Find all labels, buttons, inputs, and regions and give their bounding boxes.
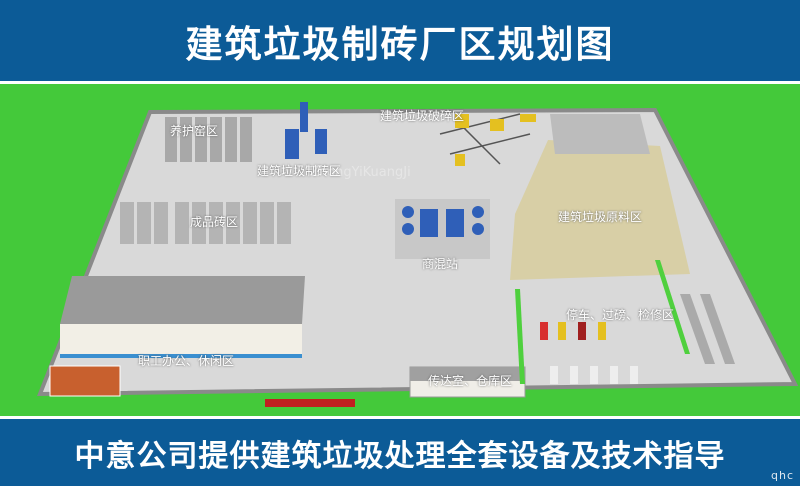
watermark: ZhongYiKuangJi [310,165,411,180]
label-concrete-station: 商混站 [422,257,459,271]
title-banner: 建筑垃圾制砖厂区规划图 [0,0,800,84]
trucks [540,322,638,384]
label-parking: 停车、过磅、检修区 [566,308,675,322]
label-curing: 养护窑区 [170,124,219,138]
crusher-equipment [455,114,536,166]
curing-kilns [165,117,252,162]
office-building [60,276,305,358]
footer-banner: 中意公司提供建筑垃圾处理全套设备及技术指导 qhc [0,416,800,486]
basketball-court [49,365,121,397]
label-brick-making: 建筑垃圾制砖区 [257,164,342,178]
green-strips [515,260,690,384]
signature: qhc [770,469,794,482]
label-crushing: 建筑垃圾破碎区 [380,109,465,123]
factory-plan-illustration [37,102,799,407]
finished-brick-stacks [120,202,291,244]
label-gatehouse: 传达室、仓库区 [428,374,513,388]
storage-shed [550,114,650,154]
page-title: 建筑垃圾制砖厂区规划图 [185,22,615,66]
company-sign [265,399,355,407]
label-raw-material: 建筑垃圾原料区 [558,210,643,224]
raw-material-pile [510,140,690,280]
brick-making-machine [285,102,327,159]
crusher-conveyors [439,113,531,165]
label-finished-bricks: 成品砖区 [190,215,239,229]
footer-slogan: 中意公司提供建筑垃圾处理全套设备及技术指导 [74,438,726,474]
concrete-mixing-plant [395,199,490,259]
weighbridges [680,294,735,364]
label-office: 职工办公、休闲区 [138,354,235,368]
